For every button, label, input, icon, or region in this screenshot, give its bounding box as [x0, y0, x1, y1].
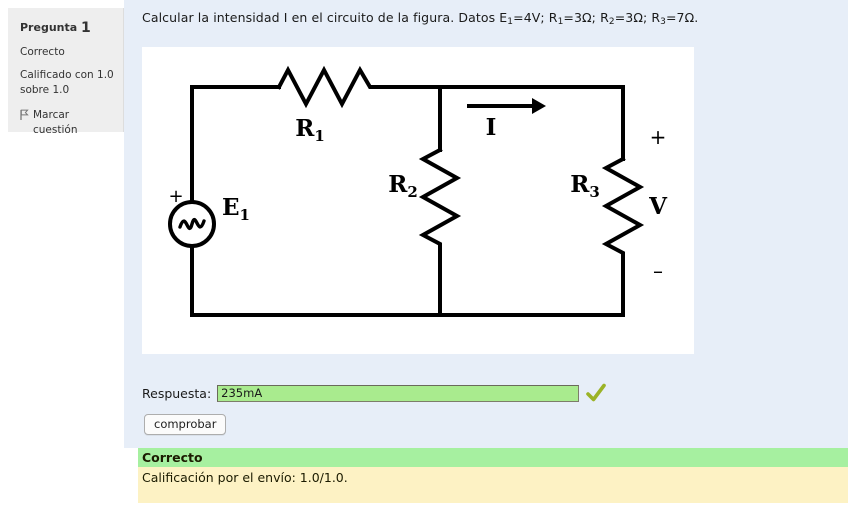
flag-question-control[interactable]: Marcar cuestión — [20, 108, 115, 138]
question-text-part-1: Calcular la intensidad I en el circuito … — [142, 10, 508, 25]
answer-label: Respuesta: — [142, 385, 212, 401]
source-label: E1 — [222, 194, 250, 224]
question-text-part-3: =3Ω; R — [563, 10, 609, 25]
question-label: Pregunta — [20, 21, 78, 34]
resistor-r3-symbol — [601, 156, 645, 264]
flag-question-label[interactable]: Marcar cuestión — [33, 108, 78, 137]
feedback-grade: Calificación por el envío: 1.0/1.0. — [142, 470, 348, 485]
answer-input[interactable] — [217, 384, 580, 402]
r3-label: R3 — [570, 171, 600, 201]
circuit-wires — [190, 85, 625, 317]
source-plus-sign: + — [168, 186, 183, 207]
check-answer-button[interactable]: comprobar — [144, 414, 227, 435]
voltage-minus-sign: – — [653, 259, 663, 283]
feedback-result: Correcto — [138, 448, 848, 467]
feedback-panel: Correcto Calificación por el envío: 1.0/… — [138, 448, 848, 503]
voltage-label: V — [648, 193, 668, 220]
voltage-source-symbol — [168, 200, 216, 248]
question-number-heading: Pregunta 1 — [20, 18, 115, 38]
flag-icon[interactable] — [20, 109, 29, 124]
question-statement: Calcular la intensidad I en el circuito … — [142, 10, 842, 27]
question-text-part-5: =7Ω. — [665, 10, 699, 25]
question-text-part-2: =4V; R — [513, 10, 558, 25]
checkmark-icon — [585, 383, 607, 403]
e1-subscript: 1 — [507, 17, 514, 27]
circuit-diagram-svg: R1 R2 R3 E1 I V + – + — [168, 65, 668, 317]
question-state: Correcto — [20, 46, 65, 59]
r1-label: R1 — [295, 115, 325, 145]
circuit-diagram: R1 R2 R3 E1 I V + – + — [142, 47, 694, 354]
current-label: I — [486, 114, 497, 141]
voltage-plus-sign: + — [650, 125, 667, 149]
current-arrow — [467, 98, 546, 114]
question-number: 1 — [81, 20, 91, 36]
question-text-part-4: =3Ω; R — [614, 10, 661, 25]
resistor-r1-symbol — [276, 65, 378, 109]
question-grade: Calificado con 1.0 sobre 1.0 — [20, 68, 114, 96]
r3-subscript: 3 — [660, 17, 666, 27]
r2-label: R2 — [388, 171, 418, 201]
resistor-r2-symbol — [418, 147, 462, 249]
r1-subscript: 1 — [557, 17, 564, 27]
answer-row: Respuesta: — [142, 383, 607, 403]
question-info-panel: Pregunta 1 Correcto Calificado con 1.0 s… — [8, 8, 124, 136]
r2-subscript: 2 — [608, 17, 615, 27]
